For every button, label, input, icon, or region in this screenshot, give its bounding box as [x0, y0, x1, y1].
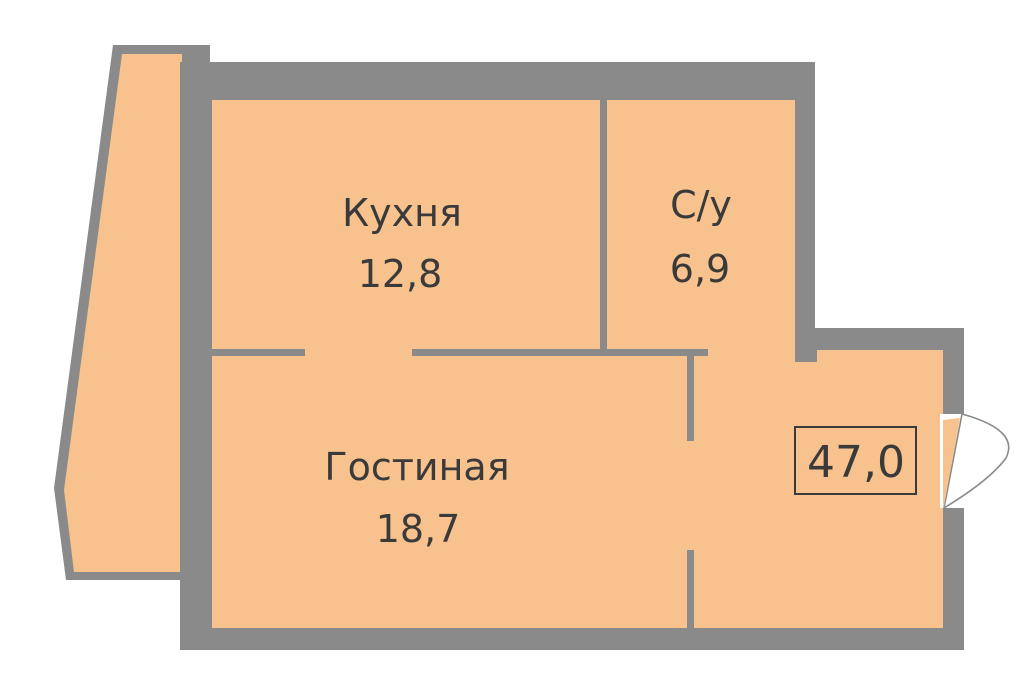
- bathroom-area: 6,9: [670, 247, 730, 291]
- partition-hall-lower: [687, 550, 694, 628]
- entrance-door-swing[interactable]: [943, 413, 1010, 509]
- living-name: Гостиная: [324, 445, 509, 489]
- partition-kitchen-right: [412, 349, 708, 356]
- partition-hall-upper: [687, 356, 694, 441]
- kitchen-name: Кухня: [342, 191, 462, 235]
- entrance-door-leaf: [943, 418, 960, 506]
- corner-wall-stub: [795, 348, 817, 362]
- living-area: 18,7: [376, 507, 461, 551]
- balcony-floor: [64, 54, 182, 572]
- apartment-floor: [212, 100, 943, 628]
- total-area-box: [794, 426, 917, 495]
- partition-kitchen-left: [212, 349, 305, 356]
- kitchen-area: 12,8: [358, 252, 443, 296]
- partition-kitchen-bath: [600, 100, 607, 352]
- total-area-value: 47,0: [807, 437, 905, 488]
- bathroom-name: С/у: [670, 183, 732, 227]
